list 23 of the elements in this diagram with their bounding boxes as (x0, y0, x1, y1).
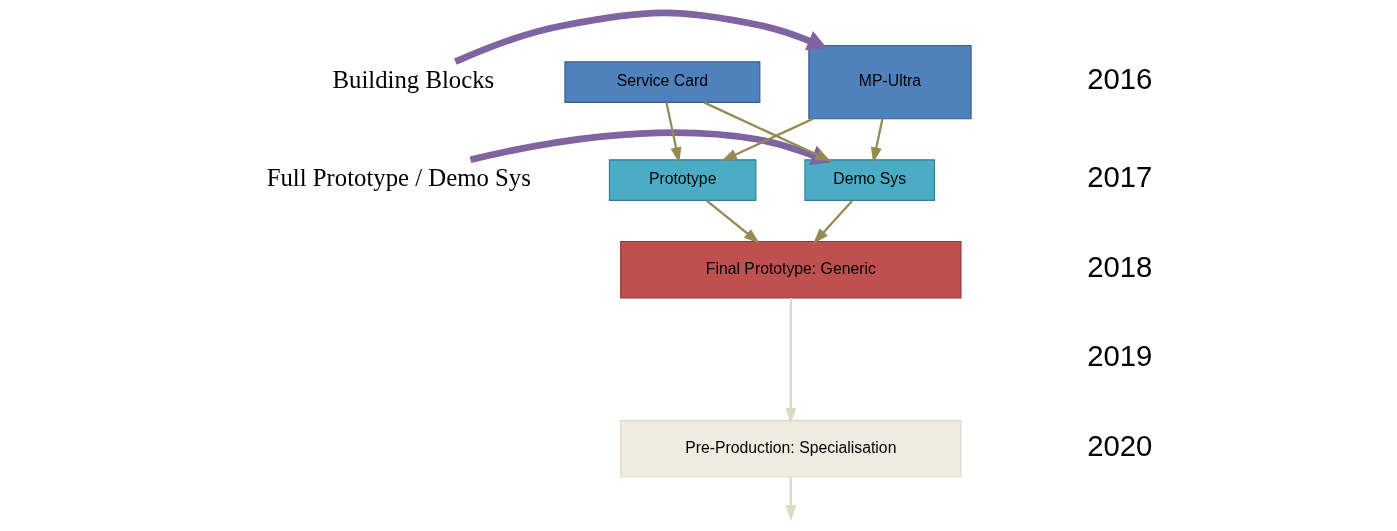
node-text: Full Prototype / Demo Sys (266, 164, 531, 192)
node-text: Building Blocks (332, 66, 494, 94)
node-box: Service Card (563, 61, 760, 103)
label: 2020 (1086, 428, 1152, 462)
arrow (703, 101, 831, 162)
label: 2016 (1086, 62, 1152, 96)
arrow (664, 102, 681, 163)
node-box: MP-Ultra (807, 44, 972, 120)
node-box: Demo Sys (803, 159, 935, 201)
arrow (870, 118, 884, 164)
node-box: Final Prototype: Generic (619, 240, 961, 299)
arrow (705, 199, 760, 244)
arrow (784, 298, 796, 424)
arrow (469, 129, 831, 165)
arrow (812, 199, 853, 244)
label: 2017 (1086, 160, 1152, 194)
label: 2019 (1086, 339, 1152, 373)
node-box: Pre-Production: Specialisation (619, 420, 961, 478)
arrow (784, 477, 796, 521)
label: 2018 (1086, 249, 1152, 283)
node-box: Prototype (608, 159, 756, 201)
arrow (453, 9, 827, 65)
arrow (720, 117, 814, 162)
